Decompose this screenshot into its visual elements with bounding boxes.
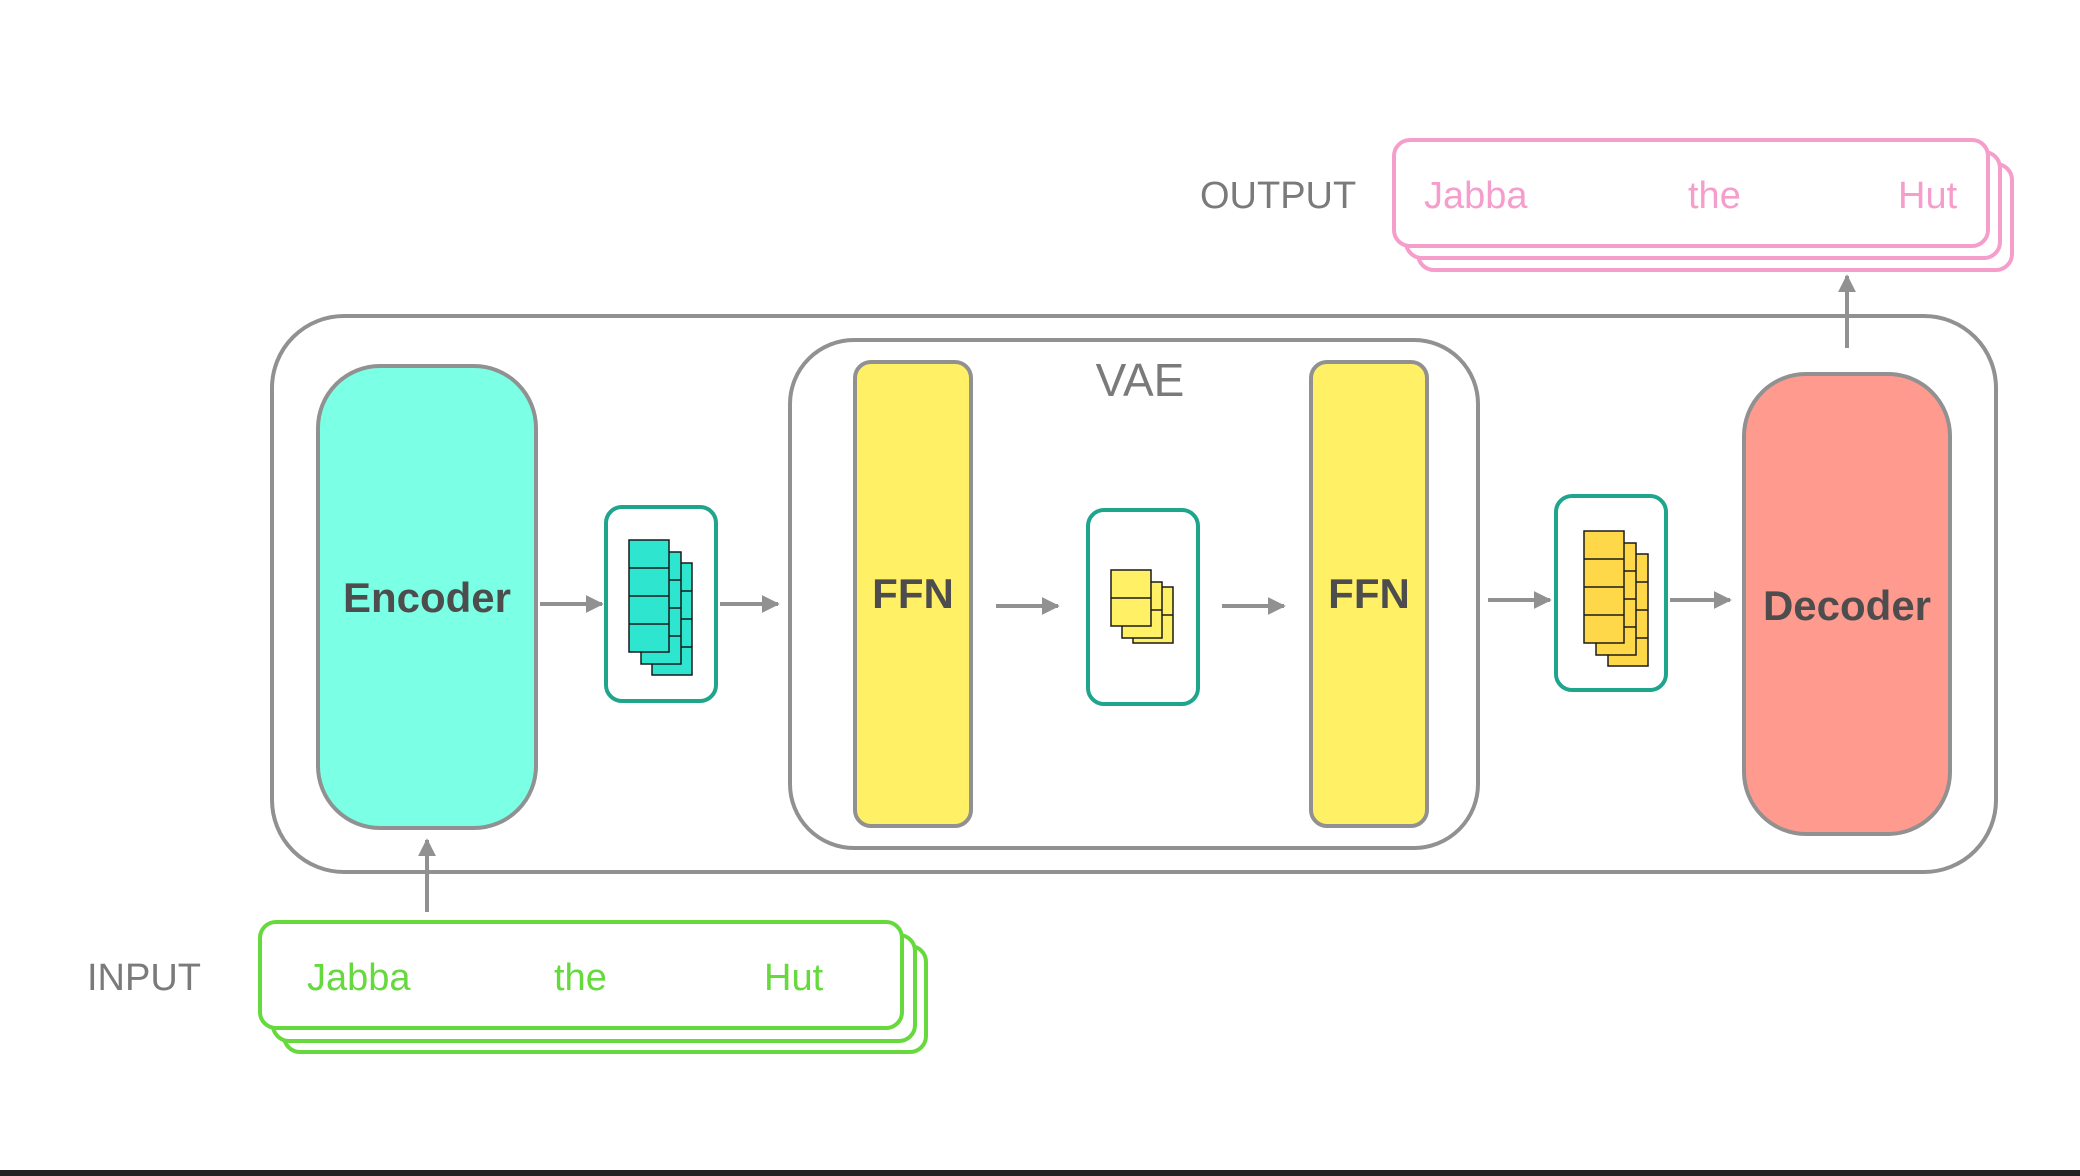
input-token-2: the	[554, 957, 607, 999]
output-token-2: the	[1688, 175, 1741, 217]
ffn-left-block	[853, 360, 973, 828]
ffn-right-label: FFN	[1328, 570, 1410, 617]
input-token-1: Jabba	[307, 957, 411, 999]
model-container	[270, 314, 1998, 874]
flow-arrows	[418, 274, 1856, 912]
vae-label: VAE	[1096, 354, 1185, 406]
embedding-stack-cyan	[604, 505, 718, 703]
embedding-stack-gold	[1554, 494, 1668, 692]
input-token-box	[258, 920, 928, 1054]
encoder-block	[316, 364, 538, 830]
output-token-box	[1392, 138, 2014, 272]
input-label: INPUT	[87, 957, 201, 999]
decoder-block	[1742, 372, 1952, 836]
ffn-left-label: FFN	[872, 570, 954, 617]
output-label: OUTPUT	[1200, 175, 1356, 217]
bottom-border-bar	[0, 1170, 2080, 1176]
input-token-3: Hut	[764, 957, 824, 999]
encoder-label: Encoder	[343, 574, 511, 621]
decoder-label: Decoder	[1763, 582, 1931, 629]
output-token-1: Jabba	[1424, 175, 1528, 217]
output-token-3: Hut	[1898, 175, 1958, 217]
vae-container	[788, 338, 1480, 850]
ffn-right-block	[1309, 360, 1429, 828]
latent-stack-yellow	[1086, 508, 1200, 706]
